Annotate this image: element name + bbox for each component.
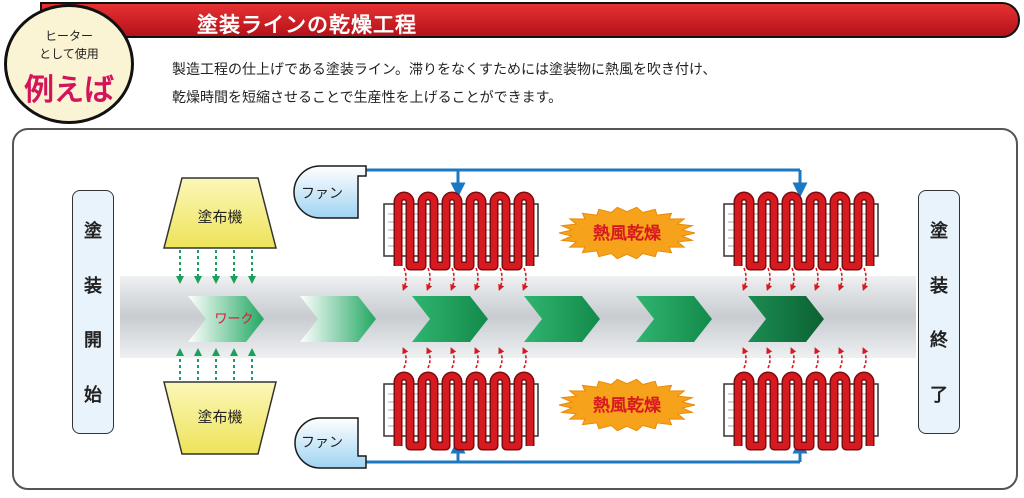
work-chevrons: [188, 296, 824, 342]
start-char-1: 塗: [84, 221, 102, 243]
start-char-2: 装: [84, 275, 102, 297]
top-air-duct: [360, 168, 808, 198]
end-char-2: 装: [930, 275, 948, 297]
work-piece-5: [636, 296, 712, 342]
work-piece-2: [300, 296, 376, 342]
badge-line-2: として使用: [39, 47, 99, 61]
work-piece-4: [524, 296, 600, 342]
fan-bottom: [294, 417, 367, 469]
work-piece-3: [412, 296, 488, 342]
work-piece-1: [188, 296, 264, 342]
start-char-3: 開: [84, 330, 102, 352]
end-char-4: 了: [930, 384, 948, 406]
hot-air-label-top: 熱風乾燥: [593, 223, 662, 244]
coater-bottom: [163, 348, 277, 455]
description: 製造工程の仕上げである塗装ライン。滞りをなくすためには塗装物に熱風を吹き付け、 …: [172, 56, 716, 112]
fan-bottom-label: ファン: [301, 435, 343, 451]
heater-bottom-left: [383, 347, 539, 451]
start-char-4: 始: [84, 384, 102, 406]
end-char-1: 塗: [930, 221, 948, 243]
heaters: [383, 191, 879, 451]
coater-top-sprays: [176, 250, 256, 284]
hot-air-burst-bottom: [558, 378, 696, 432]
coater-bottom-label: 塗布機: [197, 408, 242, 426]
badge-line-1: ヒーター: [44, 29, 93, 43]
badge-main-text: 例えば: [24, 73, 114, 108]
fan-top: [293, 165, 367, 219]
heater-top-right: [723, 191, 879, 291]
description-line-1: 製造工程の仕上げである塗装ライン。滞りをなくすためには塗装物に熱風を吹き付け、: [172, 62, 717, 78]
bottom-air-duct: [360, 438, 808, 464]
work-label: ワーク: [214, 312, 253, 327]
example-badge: ヒーター として使用 例えば: [4, 4, 134, 124]
coater-top: [163, 177, 277, 284]
title-bar: 塗装ラインの乾燥工程: [40, 2, 1020, 38]
heater-bottom-right: [723, 347, 879, 451]
page-title: 塗装ラインの乾燥工程: [197, 13, 417, 37]
coater-bottom-sprays: [176, 348, 256, 380]
hot-air-label-bottom: 熱風乾燥: [593, 395, 662, 416]
end-box: 塗 装 終 了: [918, 190, 960, 434]
start-box: 塗 装 開 始: [72, 190, 114, 434]
hot-air-burst-top: [558, 206, 696, 260]
end-char-3: 終: [930, 330, 948, 352]
heater-top-left: [383, 191, 539, 291]
fan-top-label: ファン: [301, 186, 343, 202]
coater-top-label: 塗布機: [197, 208, 242, 226]
work-piece-6: [748, 296, 824, 342]
description-line-2: 乾燥時間を短縮させることで生産性を上げることができます。: [172, 90, 563, 106]
